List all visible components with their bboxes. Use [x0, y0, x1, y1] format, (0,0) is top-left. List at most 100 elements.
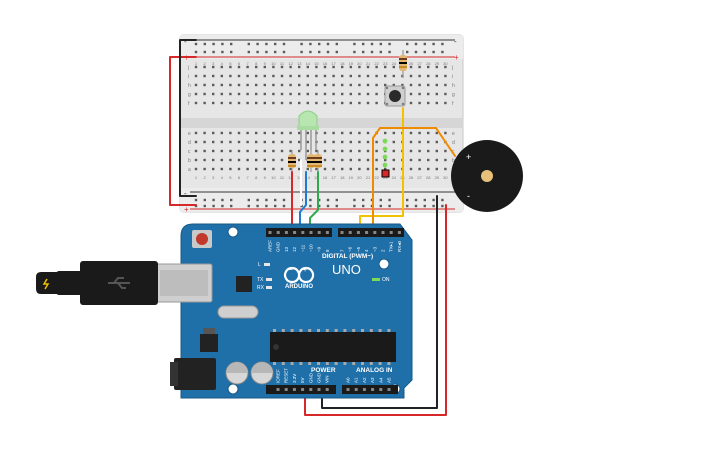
column-number: 24 — [392, 175, 397, 180]
push-button[interactable] — [384, 85, 406, 107]
row-letter: i — [188, 74, 189, 80]
column-number: 15 — [314, 61, 319, 66]
pin-label: RESET — [284, 368, 289, 383]
rail-plus-label-bottom: + — [184, 205, 189, 214]
atmega-chip — [270, 329, 396, 365]
usb-port[interactable] — [155, 263, 213, 303]
usb-symbol-icon — [108, 277, 130, 289]
buzzer-plus-label: + — [466, 152, 471, 162]
rgb-led[interactable] — [297, 110, 319, 160]
column-number: 7 — [246, 175, 249, 180]
svg-text:−: − — [289, 267, 293, 274]
row-letter: f — [452, 101, 454, 107]
column-number: 15 — [314, 175, 319, 180]
regulator-tab — [203, 328, 215, 334]
column-number: 4 — [221, 61, 224, 66]
pin-label: 5V — [300, 377, 305, 383]
resistor-led-1[interactable] — [288, 150, 296, 172]
rail-plus-label-right: + — [454, 53, 459, 62]
column-number: 22 — [374, 61, 379, 66]
resistor-led-3[interactable] — [314, 150, 322, 172]
column-number: 16 — [323, 61, 328, 66]
row-letter: j — [187, 65, 189, 71]
row-letter: g — [452, 92, 455, 98]
row-letter: g — [188, 92, 191, 98]
column-number: 9 — [264, 61, 267, 66]
pin-label: A3 — [370, 377, 375, 383]
pin-label: ~5 — [356, 246, 361, 252]
wire-red-left-rail — [169, 56, 197, 206]
column-number: 13 — [297, 175, 302, 180]
pin-label: 4 — [364, 249, 369, 252]
row-letter: d — [452, 140, 455, 146]
column-number: 18 — [340, 61, 345, 66]
regulator-chip — [200, 334, 218, 352]
pin-label: ~11 — [300, 244, 305, 252]
column-number: 3 — [212, 175, 215, 180]
column-number: 4 — [221, 175, 224, 180]
column-number: 22 — [374, 175, 379, 180]
column-number: 3 — [212, 61, 215, 66]
power-header-label: POWER — [311, 367, 336, 374]
column-number: 5 — [229, 175, 232, 180]
resistor-button[interactable] — [399, 50, 407, 78]
capacitor-right — [250, 361, 274, 385]
column-number: 2 — [203, 175, 206, 180]
pin-label: ~3 — [372, 246, 377, 252]
row-letter: c — [188, 149, 191, 155]
column-number: 9 — [264, 175, 267, 180]
row-letter: h — [452, 83, 455, 89]
column-number: 27 — [417, 175, 422, 180]
column-number: 14 — [306, 175, 311, 180]
led-l-label: L — [258, 262, 261, 268]
row-letter: e — [452, 131, 455, 137]
column-number: 18 — [340, 175, 345, 180]
pin-label: A0 — [346, 377, 351, 383]
power-jack[interactable] — [170, 358, 216, 390]
column-number: 6 — [238, 175, 241, 180]
arduino-logo-icon: − + — [283, 266, 315, 284]
rail-minus-label-bottom: - — [184, 189, 187, 198]
row-letter: j — [451, 65, 453, 71]
wire-black-left-rail — [179, 39, 197, 197]
column-number: 20 — [357, 175, 362, 180]
board-brand: ARDUINO — [285, 284, 313, 290]
pin-label: 3.3V — [292, 374, 297, 383]
column-number: 29 — [435, 61, 440, 66]
reset-button[interactable] — [192, 230, 212, 248]
resistor-led-2[interactable] — [307, 150, 315, 172]
rail-minus-label-right: - — [454, 37, 457, 46]
column-number: 28 — [426, 61, 431, 66]
pin-label: 13 — [284, 246, 289, 252]
column-number: 26 — [409, 175, 414, 180]
row-letter: f — [188, 101, 190, 107]
column-number: 11 — [280, 175, 285, 180]
pin-label: TX▸1 — [389, 241, 394, 252]
column-number: 19 — [349, 61, 354, 66]
pin-label: 12 — [292, 246, 297, 252]
wire-red-5v — [304, 204, 447, 416]
column-number: 30 — [443, 175, 448, 180]
pin-label: GND — [317, 372, 322, 383]
column-number: 17 — [331, 175, 336, 180]
rail-minus-label: - — [184, 37, 187, 46]
column-number: 19 — [349, 175, 354, 180]
column-number: 20 — [357, 61, 362, 66]
column-number: 11 — [280, 61, 285, 66]
column-number: 1 — [195, 175, 198, 180]
column-number: 23 — [383, 61, 388, 66]
pin-label: 2 — [381, 249, 386, 252]
piezo-buzzer[interactable]: + - — [451, 140, 523, 212]
crystal-oscillator — [217, 305, 259, 319]
wire-blue-pin10 — [299, 171, 307, 231]
row-letter: e — [188, 131, 191, 137]
column-number: 29 — [435, 175, 440, 180]
row-letter: i — [452, 74, 453, 80]
row-letter: b — [452, 158, 455, 164]
